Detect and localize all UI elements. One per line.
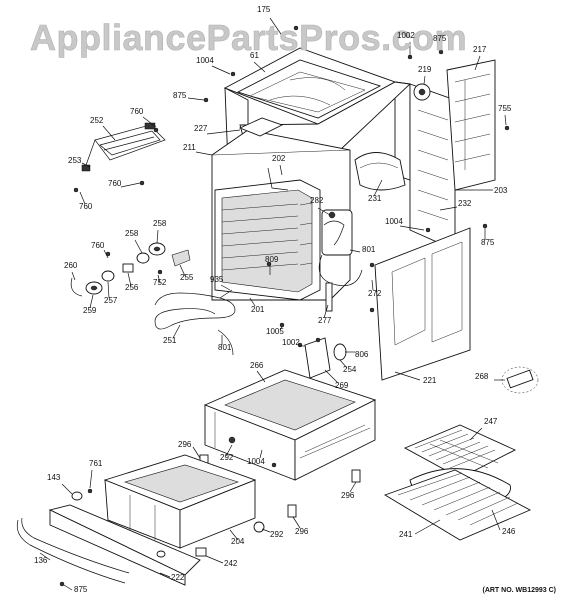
broil-element-252 [81, 122, 166, 172]
part-callout-221: 221 [423, 376, 437, 385]
part-callout-255: 255 [180, 273, 194, 282]
part-callout-760: 760 [108, 179, 122, 188]
part-callout-296: 296 [341, 491, 355, 500]
small-hardware [325, 262, 375, 313]
part-callout-1005: 1005 [266, 327, 284, 336]
part-callout-202: 202 [272, 154, 286, 163]
part-callout-760: 760 [79, 202, 93, 211]
part-callout-272: 272 [368, 289, 382, 298]
part-callout-203: 203 [494, 186, 508, 195]
part-callout-61: 61 [250, 51, 259, 60]
part-callout-227: 227 [194, 124, 208, 133]
bake-element-251 [154, 289, 236, 356]
part-callout-247: 247 [484, 417, 498, 426]
art-number: (ART NO. WB12993 C) [482, 587, 556, 594]
part-callout-254: 254 [343, 365, 357, 374]
part-callout-222: 222 [171, 573, 185, 582]
part-callout-935: 935 [210, 275, 224, 284]
part-callout-1004: 1004 [385, 217, 403, 226]
part-callout-1002: 1002 [397, 31, 415, 40]
part-callout-231: 231 [368, 194, 382, 203]
part-callout-801: 801 [362, 245, 376, 254]
part-callout-875: 875 [433, 34, 447, 43]
oven-rack-241 [383, 469, 532, 541]
part-callout-1004: 1004 [247, 457, 265, 466]
part-callout-258: 258 [125, 229, 139, 238]
part-callout-268: 268 [475, 372, 489, 381]
part-callout-259: 259 [83, 306, 97, 315]
part-268 [501, 366, 539, 394]
back-panel-217 [446, 59, 496, 191]
part-callout-801: 801 [218, 343, 232, 352]
part-callout-269: 269 [335, 381, 349, 390]
part-callout-760: 760 [91, 241, 105, 250]
part-callout-875: 875 [74, 585, 88, 594]
part-callout-875: 875 [481, 238, 495, 247]
part-callout-232: 232 [458, 199, 472, 208]
oven-door-221 [374, 227, 471, 381]
part-callout-246: 246 [502, 527, 516, 536]
watermark: AppliancePartsPros.com [30, 17, 467, 58]
part-callout-760: 760 [130, 107, 144, 116]
part-callout-277: 277 [318, 316, 332, 325]
part-callout-219: 219 [418, 65, 432, 74]
part-callout-217: 217 [473, 45, 487, 54]
part-callout-201: 201 [251, 305, 265, 314]
part-callout-143: 143 [47, 473, 61, 482]
part-callout-282: 282 [310, 196, 324, 205]
part-callout-241: 241 [399, 530, 413, 539]
latch-assembly-254 [304, 337, 347, 379]
part-callout-266: 266 [250, 361, 264, 370]
part-callout-292: 292 [270, 530, 284, 539]
oven-cabinet-top [211, 47, 456, 301]
part-callout-251: 251 [163, 336, 177, 345]
part-callout-256: 256 [125, 283, 139, 292]
part-callout-296: 296 [295, 527, 309, 536]
part-callout-752: 752 [153, 278, 167, 287]
drawer-frame-266 [203, 369, 377, 481]
part-callout-136: 136 [34, 556, 48, 565]
part-callout-761: 761 [89, 459, 103, 468]
part-callout-252: 252 [90, 116, 104, 125]
callout-labels: 175 61 1004 875 1002 875 217 219 755 760 252 227 211… [34, 5, 516, 594]
part-callout-755: 755 [498, 104, 512, 113]
part-callout-260: 260 [64, 261, 78, 270]
part-callout-809: 809 [265, 255, 279, 264]
part-callout-1004: 1004 [196, 56, 214, 65]
part-callout-1002: 1002 [282, 338, 300, 347]
part-callout-242: 242 [224, 559, 238, 568]
part-callout-258: 258 [153, 219, 167, 228]
drawer-front-222 [16, 491, 265, 586]
part-callout-253: 253 [68, 156, 82, 165]
part-callout-296: 296 [178, 440, 192, 449]
part-callout-292: 292 [220, 453, 234, 462]
part-callout-211: 211 [183, 143, 196, 152]
control-knobs [70, 242, 191, 297]
part-callout-204: 204 [231, 537, 245, 546]
leader-lines [39, 17, 507, 591]
storage-drawer-204 [103, 454, 257, 549]
part-callout-875: 875 [173, 91, 187, 100]
part-219 [413, 83, 431, 101]
part-callout-257: 257 [104, 296, 118, 305]
part-callout-806: 806 [355, 350, 369, 359]
part-callout-175: 175 [257, 5, 271, 14]
